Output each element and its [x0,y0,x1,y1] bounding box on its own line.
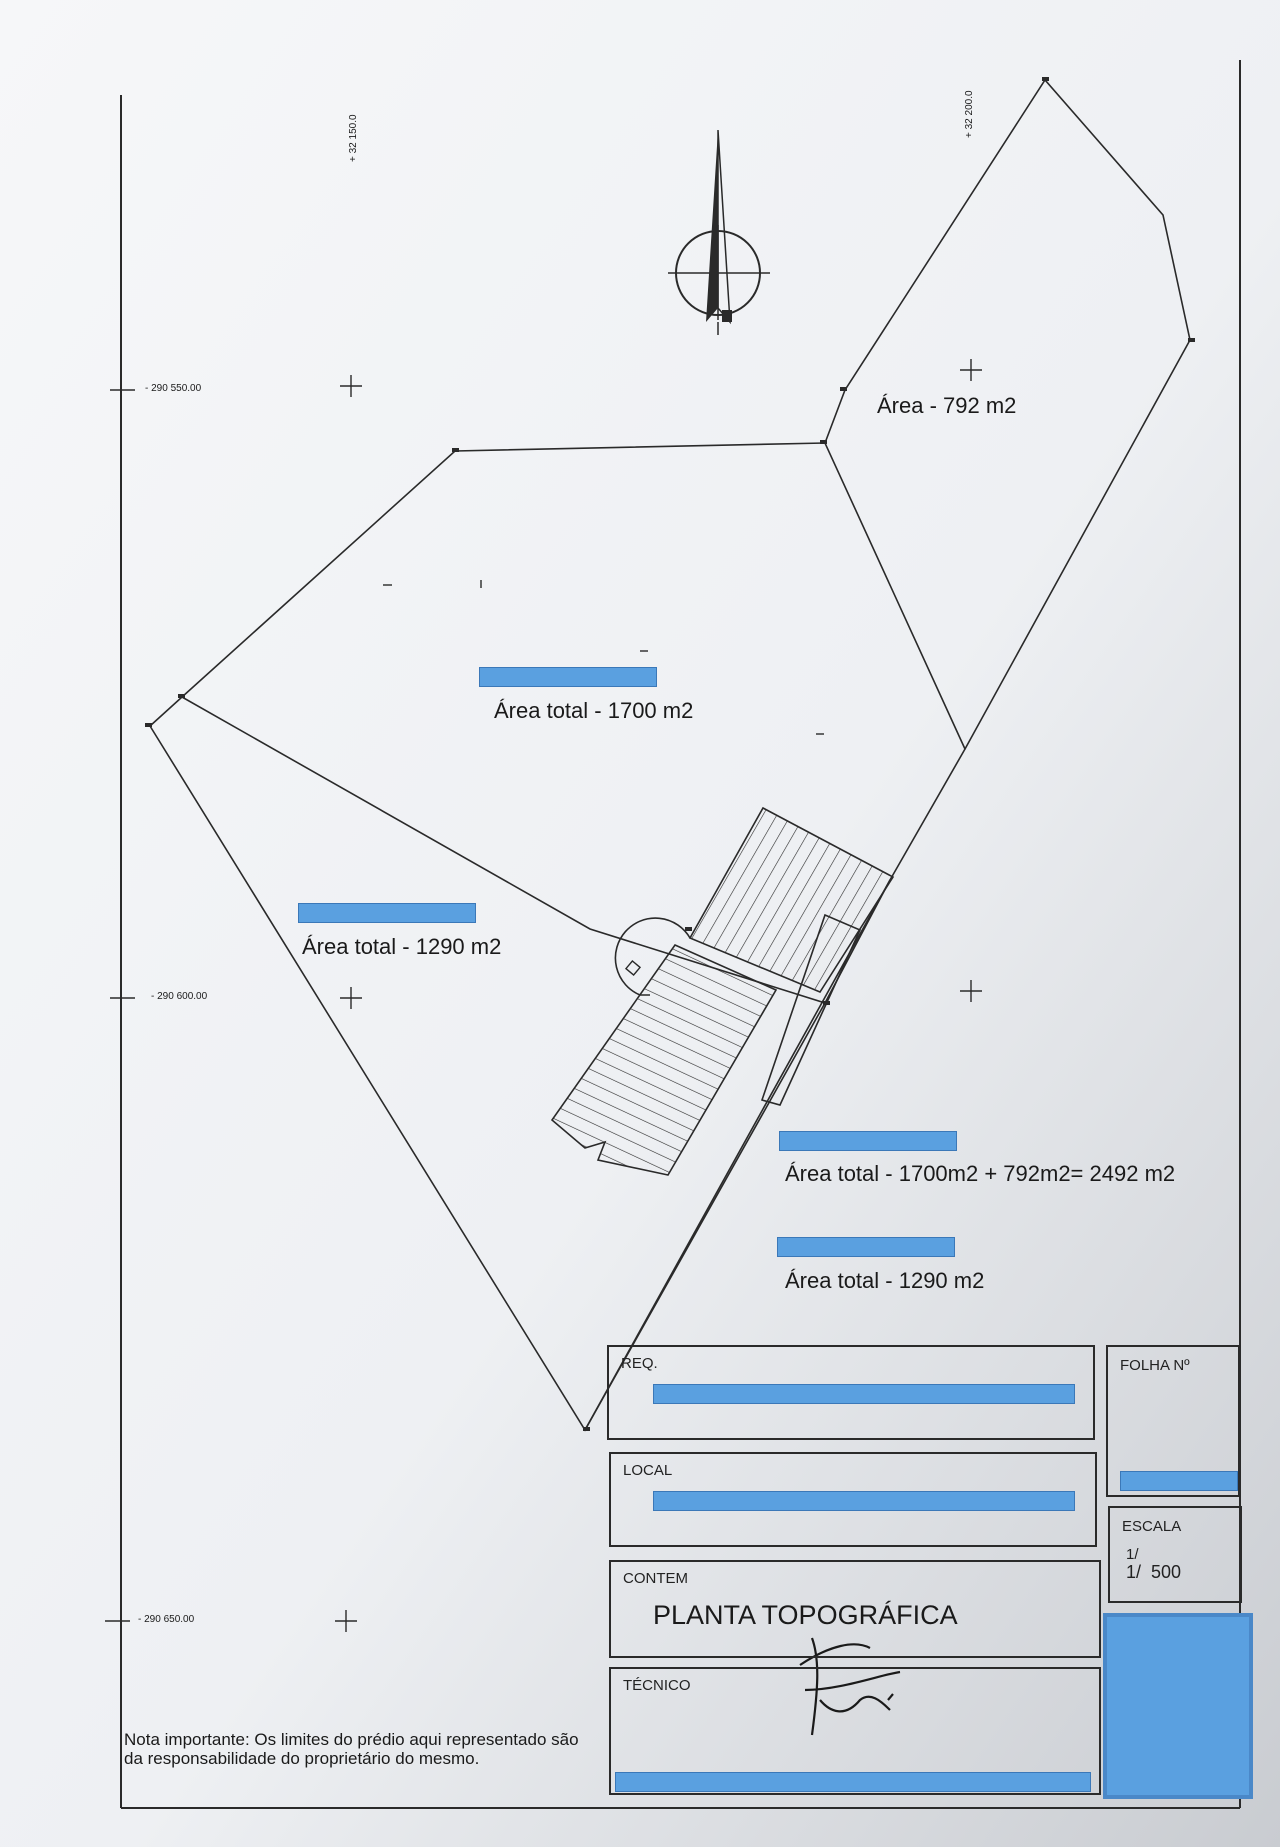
tecnico-label: TÉCNICO [623,1677,691,1694]
annex [760,913,862,1106]
area-1290-right-label: Área total - 1290 m2 [785,1268,985,1293]
escala-value-1: 1/ [1126,1546,1139,1563]
area-1700-label: Área total - 1700 m2 [494,698,694,723]
buildings [550,806,895,1176]
stray-marks [383,580,824,735]
parcel-792 [824,78,1191,750]
building-upper [688,806,895,993]
grid-crosses [335,359,982,1632]
redaction-stamp [1103,1613,1253,1799]
round-structure [614,917,691,996]
area-1290-left-label: Área total - 1290 m2 [302,934,502,959]
coord-x-150: + 32 150.0 [348,114,359,162]
redaction-bar [779,1131,957,1151]
local-label: LOCAL [623,1462,673,1479]
north-arrow-icon [668,129,770,335]
coord-y-550: - 290 550.00 [145,383,202,394]
important-note: Nota importante: Os limites do prédio aq… [124,1730,579,1768]
title-block-folha: FOLHA Nº [1106,1345,1240,1497]
title-block-contem: CONTEM PLANTA TOPOGRÁFICA [609,1560,1101,1658]
title-block-local: LOCAL [609,1452,1097,1547]
escala-label: ESCALA [1122,1518,1182,1535]
redaction-bar [653,1384,1075,1404]
title-block-escala: ESCALA 1/ 1/ 500 [1108,1506,1242,1603]
title-block-req: REQ. [607,1345,1095,1440]
redaction-bar [298,903,476,923]
redaction-bar [479,667,657,687]
req-label: REQ. [621,1355,658,1372]
escala-value-2: 1/ 500 [1126,1562,1182,1582]
signature-icon [799,1637,901,1736]
building-lower [550,944,778,1176]
small-square [624,959,642,977]
contem-label: CONTEM [623,1570,688,1587]
coord-y-650: - 290 650.00 [138,1614,195,1625]
redaction-bar [1120,1471,1238,1491]
coord-y-600: - 290 600.00 [151,991,208,1002]
coordinate-ticks [105,389,135,1622]
coord-x-200: + 32 200.0 [964,90,975,138]
contem-value: PLANTA TOPOGRÁFICA [653,1600,958,1630]
area-sum-label: Área total - 1700m2 + 792m2= 2492 m2 [785,1161,1176,1186]
area-792-label: Área - 792 m2 [877,393,1017,418]
redaction-bar [615,1772,1091,1792]
redaction-bar [653,1491,1075,1511]
folha-label: FOLHA Nº [1120,1357,1190,1374]
title-block-tecnico: TÉCNICO [609,1667,1101,1795]
redaction-bar [777,1237,955,1257]
